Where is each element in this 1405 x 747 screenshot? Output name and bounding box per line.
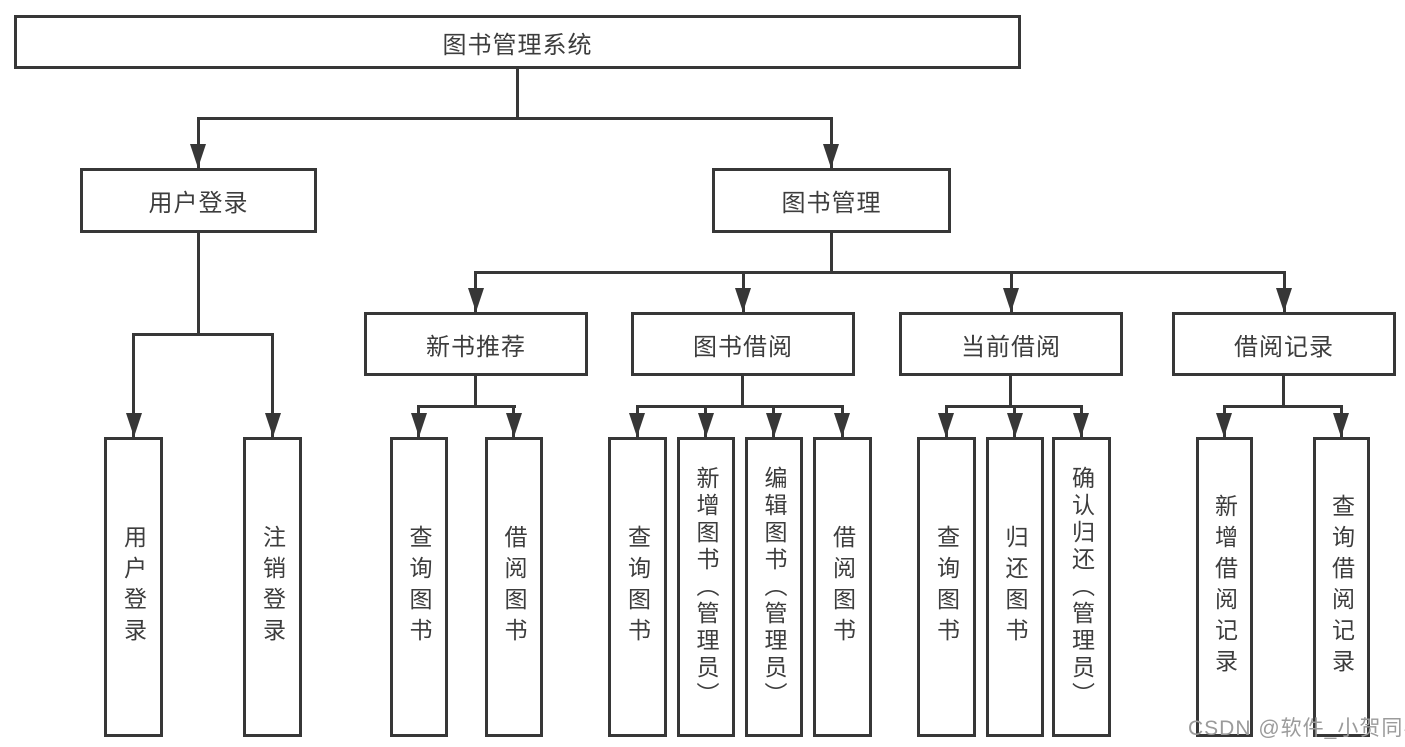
arrow-head-icon bbox=[411, 413, 427, 437]
node-new-book-recommend: 新书推荐 bbox=[364, 312, 588, 376]
leaf-borrow-add-books: 新增图书（管理员） bbox=[677, 437, 735, 737]
connector-line bbox=[197, 117, 200, 168]
arrow-head-icon bbox=[766, 413, 782, 437]
connector-line bbox=[417, 405, 516, 408]
node-book-management: 图书管理 bbox=[712, 168, 951, 233]
connector-line bbox=[271, 333, 274, 437]
arrow-head-icon bbox=[1276, 288, 1292, 312]
node-current-borrow: 当前借阅 bbox=[899, 312, 1123, 376]
connector-line bbox=[636, 405, 844, 408]
arrow-head-icon bbox=[468, 288, 484, 312]
arrow-head-icon bbox=[1003, 288, 1019, 312]
arrow-head-icon bbox=[938, 413, 954, 437]
leaf-borrow-borrow-books: 借阅图书 bbox=[813, 437, 872, 737]
leaf-login: 用户登录 bbox=[104, 437, 163, 737]
connector-line bbox=[830, 233, 833, 273]
arrow-head-icon bbox=[698, 413, 714, 437]
connector-line bbox=[516, 68, 519, 119]
arrow-head-icon bbox=[506, 413, 522, 437]
node-user-login: 用户登录 bbox=[80, 168, 317, 233]
leaf-current-query-books: 查询图书 bbox=[917, 437, 976, 737]
connector-line bbox=[1009, 376, 1012, 407]
leaf-current-confirm-return: 确认归还（管理员） bbox=[1052, 437, 1111, 737]
node-root: 图书管理系统 bbox=[14, 15, 1021, 69]
arrow-head-icon bbox=[1333, 413, 1349, 437]
connector-line bbox=[1282, 376, 1285, 407]
leaf-records-add-record: 新增借阅记录 bbox=[1196, 437, 1253, 737]
leaf-borrow-edit-books: 编辑图书（管理员） bbox=[745, 437, 803, 737]
leaf-records-query-record: 查询借阅记录 bbox=[1313, 437, 1370, 737]
arrow-head-icon bbox=[126, 413, 142, 437]
connector-line bbox=[197, 117, 833, 120]
node-book-borrow: 图书借阅 bbox=[631, 312, 855, 376]
arrow-head-icon bbox=[190, 144, 206, 168]
connector-line bbox=[132, 333, 274, 336]
arrow-head-icon bbox=[1216, 413, 1232, 437]
connector-line bbox=[474, 271, 1285, 274]
connector-line bbox=[197, 233, 200, 335]
leaf-recommend-borrow-books: 借阅图书 bbox=[485, 437, 543, 737]
arrow-head-icon bbox=[1073, 413, 1089, 437]
connector-line bbox=[830, 117, 833, 168]
arrow-head-icon bbox=[735, 288, 751, 312]
leaf-borrow-query-books: 查询图书 bbox=[608, 437, 667, 737]
connector-line bbox=[1223, 405, 1343, 408]
csdn-watermark: CSDN @软件_小贺同学 bbox=[1188, 717, 1405, 740]
leaf-current-return-books: 归还图书 bbox=[986, 437, 1044, 737]
connector-line bbox=[474, 376, 477, 407]
connector-line bbox=[741, 376, 744, 407]
node-borrow-records: 借阅记录 bbox=[1172, 312, 1396, 376]
arrow-head-icon bbox=[834, 413, 850, 437]
leaf-recommend-query-books: 查询图书 bbox=[390, 437, 448, 737]
arrow-head-icon bbox=[1007, 413, 1023, 437]
arrow-head-icon bbox=[629, 413, 645, 437]
leaf-logout: 注销登录 bbox=[243, 437, 302, 737]
arrow-head-icon bbox=[265, 413, 281, 437]
connector-line bbox=[132, 333, 135, 437]
arrow-head-icon bbox=[823, 144, 839, 168]
